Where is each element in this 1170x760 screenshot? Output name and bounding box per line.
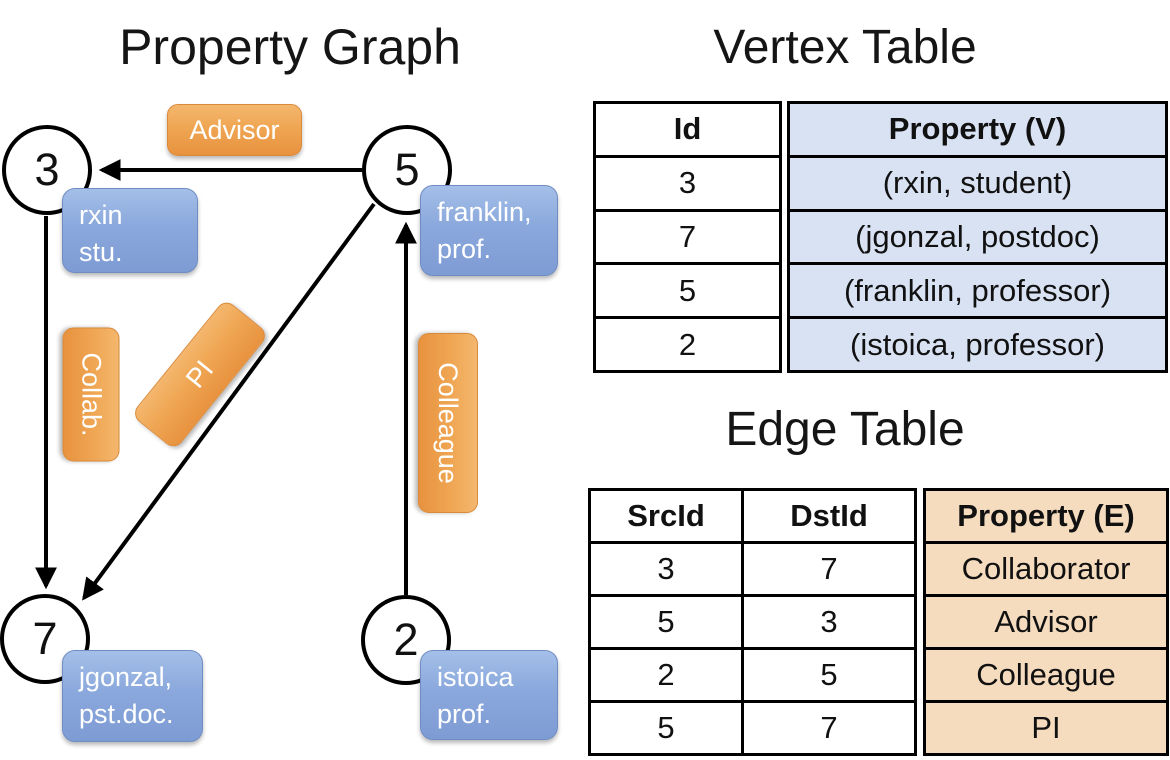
node-3-id: 3 bbox=[34, 144, 60, 195]
edge-table-property-header: Property (E) bbox=[957, 498, 1135, 533]
vertex-property-box-2: istoica prof. bbox=[420, 650, 558, 740]
vertex-property-box-5: franklin, prof. bbox=[420, 185, 558, 276]
edge-table-property-cell: PI bbox=[926, 700, 1166, 753]
edge-label-colleague: Colleague bbox=[418, 333, 478, 513]
vertex-table-id-column: Id 3 7 5 2 bbox=[593, 101, 782, 373]
edge-table-src-cell: 5 bbox=[657, 604, 675, 639]
graph-node-3: 3 bbox=[2, 125, 92, 215]
edge-table-dst-cell: 7 bbox=[741, 544, 914, 594]
property-graph-title: Property Graph bbox=[119, 19, 461, 75]
edge-table-dst-cell: 5 bbox=[741, 650, 914, 700]
node-2-id: 2 bbox=[393, 614, 419, 665]
node-5-id: 5 bbox=[394, 144, 420, 195]
vertex-table-property-column: Property (V) (rxin, student) (jgonzal, p… bbox=[787, 101, 1168, 373]
vertex-2-prop-line1: istoica bbox=[437, 662, 514, 692]
edge-table-src-cell: 2 bbox=[657, 657, 675, 692]
edge-table-property-cell: Colleague bbox=[926, 647, 1166, 700]
edge-table-property-cell: Collaborator bbox=[926, 541, 1166, 594]
edge-label-pi: PI bbox=[130, 298, 270, 451]
vertex-table-property-cell: (franklin, professor) bbox=[790, 262, 1165, 316]
vertex-table-id-cell: 5 bbox=[596, 262, 779, 316]
vertex-7-prop-line2: pst.doc. bbox=[79, 699, 174, 729]
edge-table-src-cell: 5 bbox=[657, 710, 675, 745]
vertex-3-prop-line2: stu. bbox=[79, 237, 123, 267]
edge-table-dst-cell: 3 bbox=[741, 597, 914, 647]
vertex-table-id-cell: 2 bbox=[596, 316, 779, 370]
vertex-table-id-cell: 7 bbox=[596, 208, 779, 263]
edge-table-src-cell: 3 bbox=[657, 551, 675, 586]
vertex-table-property-header: Property (V) bbox=[888, 111, 1067, 147]
vertex-3-prop-line1: rxin bbox=[79, 200, 123, 230]
vertex-2-prop-line2: prof. bbox=[437, 699, 492, 729]
vertex-7-prop-line1: jgonzal, bbox=[79, 662, 173, 692]
edge-table-dst-cell: 7 bbox=[741, 703, 914, 753]
vertex-5-prop-line1: franklin, bbox=[437, 197, 532, 227]
edge-table-property-cell: Advisor bbox=[926, 594, 1166, 647]
vertex-table-property-cell: (jgonzal, postdoc) bbox=[790, 208, 1165, 263]
edge-table-property-column: Property (E) Collaborator Advisor Collea… bbox=[923, 488, 1169, 756]
edge-label-advisor: Advisor bbox=[167, 104, 302, 156]
vertex-5-prop-line2: prof. bbox=[437, 234, 492, 264]
vertex-property-box-3: rxin stu. bbox=[62, 188, 198, 273]
vertex-table-id-header: Id bbox=[673, 111, 702, 147]
node-7-id: 7 bbox=[32, 613, 58, 664]
edge-table-id-columns: SrcId DstId 3 7 5 3 2 5 5 7 bbox=[588, 488, 917, 756]
edge-table-srcid-header: SrcId bbox=[627, 498, 705, 533]
vertex-property-box-7: jgonzal, pst.doc. bbox=[62, 650, 203, 742]
edge-table-title: Edge Table bbox=[725, 403, 965, 456]
vertex-table-title: Vertex Table bbox=[713, 21, 977, 74]
vertex-table-id-cell: 3 bbox=[596, 154, 779, 209]
vertex-table-property-cell: (istoica, professor) bbox=[790, 316, 1165, 370]
edge-label-collab: Collab. bbox=[62, 327, 120, 462]
edge-table-dstid-header: DstId bbox=[741, 491, 914, 541]
vertex-table-property-cell: (rxin, student) bbox=[790, 154, 1165, 209]
